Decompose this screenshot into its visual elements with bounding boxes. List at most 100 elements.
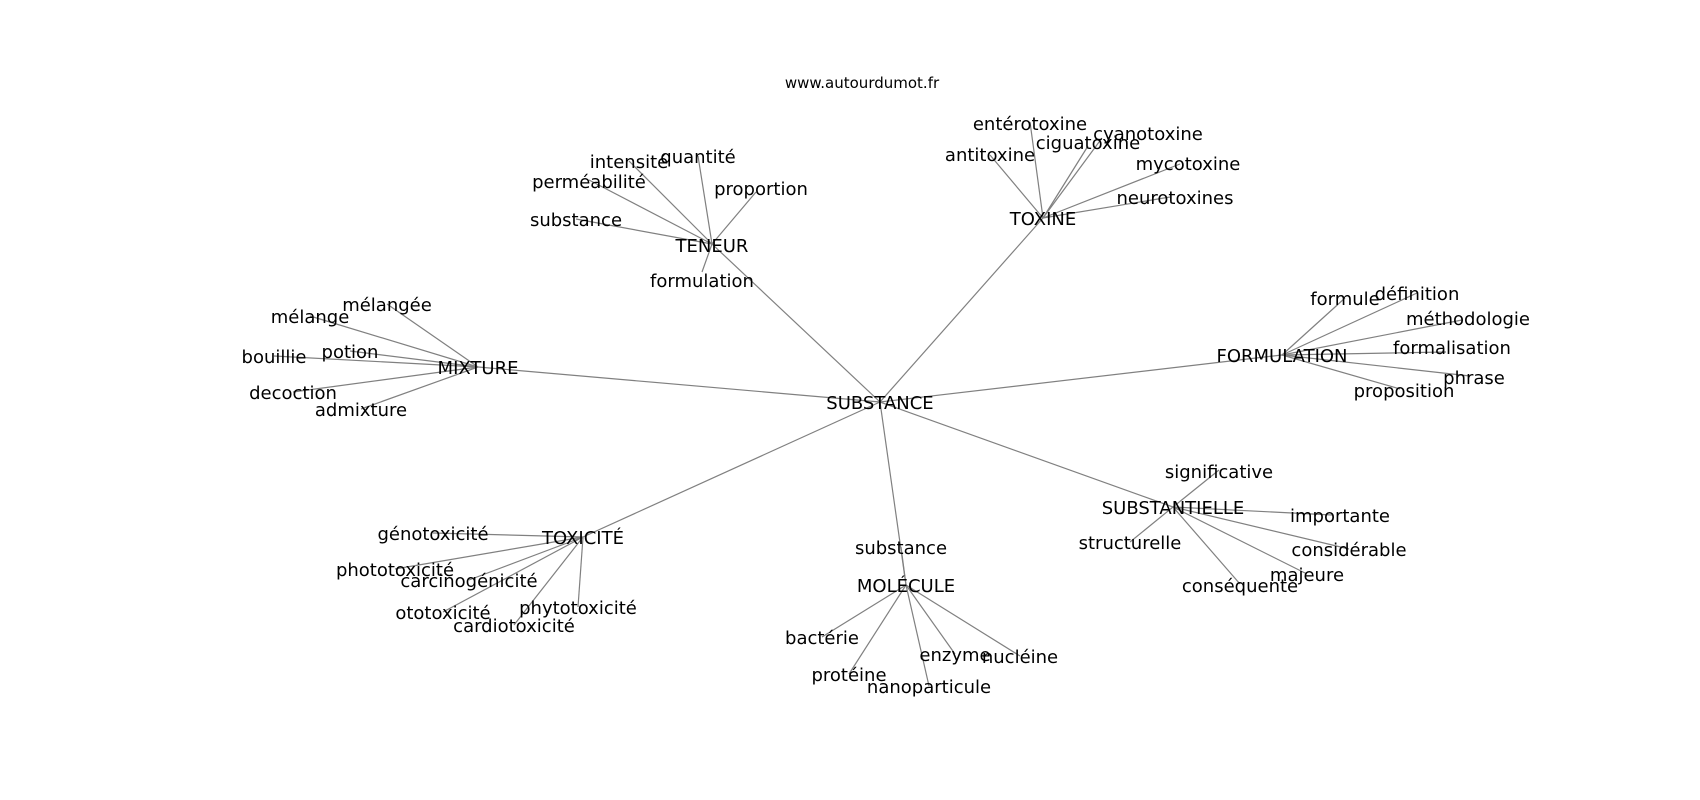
graph-edge — [575, 218, 713, 245]
word-label: antitoxine — [945, 145, 1035, 166]
word-label: définition — [1375, 284, 1460, 305]
graph-edge — [821, 584, 907, 638]
graph-edge — [442, 536, 584, 613]
graph-edge — [848, 584, 907, 675]
word-label: méthodologie — [1406, 309, 1530, 330]
word-label: decoction — [249, 383, 337, 404]
graph-labels: www.autourdumot.fr SUBSTANCE TENEUR quan… — [242, 74, 1530, 698]
word-label: formulation — [650, 271, 754, 292]
graph-edge — [360, 366, 479, 410]
graph-edge — [1042, 196, 1171, 219]
word-label: majeure — [1270, 565, 1344, 586]
hub-label-teneur: TENEUR — [675, 236, 749, 257]
graph-edge — [1281, 319, 1463, 356]
graph-edge — [701, 243, 713, 273]
graph-edge — [697, 155, 713, 245]
graph-edge — [309, 315, 479, 368]
graph-edge — [1281, 354, 1401, 390]
graph-edge — [1172, 506, 1333, 516]
graph-edge — [879, 354, 1283, 403]
word-label: admixture — [315, 400, 407, 421]
word-label: neurotoxines — [1117, 188, 1234, 209]
word-label: mélange — [271, 307, 350, 328]
word-label: cardiotoxicité — [453, 616, 575, 637]
graph-edge — [1172, 469, 1220, 508]
graph-edge — [905, 584, 930, 687]
word-label: potion — [322, 342, 379, 363]
word-label: cyanotoxine — [1093, 124, 1203, 145]
hub-label-mixture: MIXTURE — [438, 358, 519, 379]
word-label: carcinogénicité — [400, 571, 537, 592]
graph-edge — [1281, 292, 1418, 356]
word-label: proposition — [1354, 381, 1455, 402]
word-label: mycotoxine — [1136, 154, 1241, 175]
word-label: mélangée — [342, 295, 432, 316]
word-label: protéine — [811, 665, 886, 686]
word-label: proportion — [714, 179, 808, 200]
graph-edge — [582, 401, 881, 538]
hub-label-toxicite: TOXICITÉ — [541, 527, 624, 549]
graph-edge — [628, 160, 713, 245]
graph-edge — [1172, 506, 1241, 585]
word-label: entérotoxine — [973, 114, 1087, 135]
graph-edge — [879, 217, 1044, 403]
graph-edge — [386, 303, 479, 368]
graph-edge — [1172, 506, 1308, 575]
word-label: phytotoxicité — [519, 598, 637, 619]
graph-edge — [879, 401, 1174, 508]
graph-edge — [588, 179, 713, 245]
graph-edge — [1042, 163, 1181, 219]
graph-edge — [394, 536, 584, 570]
graph-edge — [711, 243, 881, 403]
word-label: substance — [855, 538, 947, 559]
word-label: intensité — [590, 152, 668, 173]
graph-edge — [273, 355, 479, 368]
word-label: bactérie — [785, 628, 859, 649]
word-label: ciguatoxine — [1036, 133, 1140, 154]
hub-label-toxine: TOXINE — [1009, 209, 1077, 230]
graph-edge — [1029, 121, 1044, 219]
word-label: bouillie — [242, 347, 307, 368]
graph-edge — [989, 154, 1044, 219]
graph-edge — [905, 584, 1021, 657]
graph-edge — [577, 536, 584, 608]
graph-edge — [1172, 506, 1350, 550]
center-node-label: SUBSTANCE — [826, 393, 933, 414]
hub-label-substantielle: SUBSTANTIELLE — [1102, 498, 1245, 519]
word-label: perméabilité — [532, 172, 646, 193]
graph-edge — [1281, 297, 1346, 356]
word-label: formalisation — [1393, 338, 1511, 359]
graph-edge — [1129, 506, 1174, 543]
graph-edge — [468, 536, 584, 581]
graph-edge — [711, 191, 757, 245]
word-label: nanoparticule — [867, 677, 991, 698]
graph-edge — [1042, 137, 1103, 219]
graph-edge — [1281, 351, 1447, 356]
word-label: phototoxicité — [336, 560, 454, 581]
word-label: ototoxicité — [395, 603, 490, 624]
hub-label-formulation: FORMULATION — [1216, 346, 1347, 367]
word-label: phrase — [1443, 368, 1505, 389]
graph-edge — [349, 350, 479, 368]
graph-edge — [1042, 145, 1089, 219]
word-label: génotoxicité — [377, 524, 488, 545]
graph-edge — [513, 536, 584, 626]
word-label: conséquente — [1182, 576, 1298, 597]
graph-edge — [292, 366, 479, 393]
source-label: www.autourdumot.fr — [785, 74, 940, 92]
word-label: considérable — [1291, 540, 1406, 561]
word-label: substance — [530, 210, 622, 231]
hub-label-molecule: MOLÉCULE — [857, 575, 955, 597]
word-label: significative — [1165, 462, 1273, 483]
graph-edge — [905, 584, 956, 655]
graph-edge — [1281, 354, 1471, 377]
word-label: enzyme — [919, 645, 990, 666]
word-label: structurelle — [1079, 533, 1182, 554]
graph-edge — [432, 532, 584, 538]
word-label: quantité — [660, 147, 735, 168]
word-label: nucléine — [982, 647, 1058, 668]
graph-edges — [273, 121, 1471, 687]
word-label: importante — [1290, 506, 1390, 527]
word-label: formule — [1310, 289, 1379, 310]
